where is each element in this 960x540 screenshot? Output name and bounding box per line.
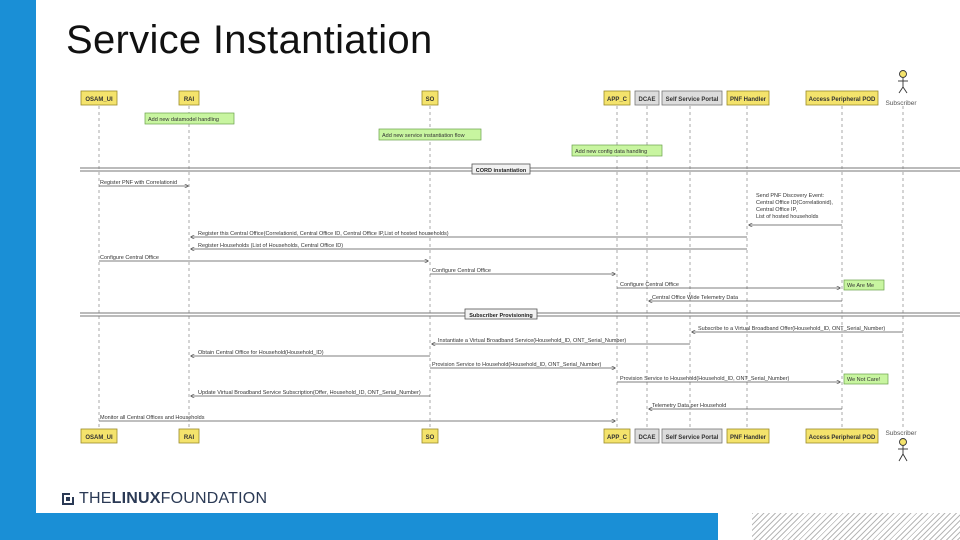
lf-logo-text: THELINUXFOUNDATION [79,490,268,507]
svg-text:Subscribe to a Virtual Broadba: Subscribe to a Virtual Broadband Offer(H… [698,326,885,332]
note-config-data: Add new config data handling [571,144,663,157]
svg-text:Telemetry Data per Household: Telemetry Data per Household [652,403,726,409]
svg-text:OSAM_UI: OSAM_UI [85,435,113,441]
svg-text:RAI: RAI [184,435,195,441]
svg-text:Provision Service to Household: Provision Service to Household(Household… [620,376,790,382]
svg-text:PNF Handler: PNF Handler [730,97,767,103]
svg-text:APP_C: APP_C [607,97,628,103]
svg-text:Register PNF with Correlationi: Register PNF with Correlationid [100,180,177,186]
linux-foundation-logo: THELINUXFOUNDATION [62,488,267,510]
slide-title: Service Instantiation [66,18,433,62]
svg-text:DCAE: DCAE [638,435,655,441]
svg-text:Update Virtual Broadband Servi: Update Virtual Broadband Service Subscri… [198,390,421,396]
svg-text:We Are Me: We Are Me [847,283,874,289]
participant-app-top: APP_C [603,90,631,106]
msg-provision-service-2: Provision Service to Household(Household… [617,376,840,382]
svg-text:Subscriber Provisioning: Subscriber Provisioning [469,313,533,319]
participant-apod-top: Access Peripheral POD [805,90,879,106]
svg-text:Add new datamodel handling: Add new datamodel handling [148,117,219,123]
msg-telemetry-household: Telemetry Data per Household [649,403,842,409]
participant-ssp-top: Self Service Portal [661,90,723,106]
participant-rai-top: RAI [178,90,200,106]
msg-register-households: Register Households (List of Households,… [191,243,747,249]
hatch-decoration [752,513,960,540]
participant-apod-bottom: Access Peripheral POD [805,428,879,444]
divider-subscriber-provisioning: Subscriber Provisioning [80,308,960,320]
svg-text:Configure Central Office: Configure Central Office [432,268,491,274]
svg-text:Monitor all Central Offices an: Monitor all Central Offices and Househol… [100,415,205,421]
participant-ssp-bottom: Self Service Portal [661,428,723,444]
participant-pnf-top: PNF Handler [726,90,770,106]
svg-text:APP_C: APP_C [607,435,628,441]
sequence-diagram: OSAM_UI RAI SO APP_C DCAE Self Service P… [36,64,960,464]
svg-text:Self Service Portal: Self Service Portal [666,97,719,103]
participant-osam-top: OSAM_UI [80,90,118,106]
msg-co-telemetry: Central Office Wide Telemetry Data [649,295,842,301]
msg-register-central-office: Register this Central Office(Correlation… [191,231,747,237]
participant-so-bottom: SO [421,428,439,444]
note-datamodel: Add new datamodel handling [144,112,235,125]
svg-text:Register Households (List of H: Register Households (List of Households,… [198,243,343,249]
svg-text:DCAE: DCAE [638,97,655,103]
svg-text:Configure Central Office: Configure Central Office [100,255,159,261]
participant-osam-bottom: OSAM_UI [80,428,118,444]
actor-subscriber-bottom [898,438,908,462]
svg-text:CORD instantiation: CORD instantiation [476,168,527,174]
note-service-flow: Add new service instantiation flow [378,128,482,141]
svg-text:SO: SO [426,435,435,441]
svg-text:Register this Central Office(C: Register this Central Office(Correlation… [198,231,449,237]
divider-cord: CORD instantiation [80,163,960,175]
left-accent-bar [0,0,36,540]
svg-text:Obtain Central Office for Hous: Obtain Central Office for Household(Hous… [198,350,324,356]
svg-text:Access Peripheral POD: Access Peripheral POD [809,97,876,103]
svg-text:Send PNF Discovery Event:: Send PNF Discovery Event: [756,193,825,199]
msg-configure-co-3: Configure Central Office [617,282,840,288]
svg-text:Instantiate a Virtual Broadban: Instantiate a Virtual Broadband Service(… [438,338,626,344]
participant-dcae-top: DCAE [634,90,660,106]
msg-pnf-discovery: Send PNF Discovery Event: Central Office… [749,193,842,225]
svg-text:Self Service Portal: Self Service Portal [666,435,719,441]
participant-app-bottom: APP_C [603,428,631,444]
svg-text:Central Office IP,: Central Office IP, [756,207,798,213]
msg-monitor-all: Monitor all Central Offices and Househol… [99,415,615,421]
actor-subscriber-top [898,70,908,94]
svg-text:PNF Handler: PNF Handler [730,435,767,441]
svg-text:Add new service instantiation: Add new service instantiation flow [382,133,465,139]
svg-text:List of hosted households: List of hosted households [756,214,819,220]
note-we-not-care: We Not Care! [843,373,889,385]
msg-obtain-central-office: Obtain Central Office for Household(Hous… [191,350,430,356]
svg-text:RAI: RAI [184,97,195,103]
msg-instantiate-service: Instantiate a Virtual Broadband Service(… [432,338,690,344]
lf-logo-icon [62,493,74,505]
svg-text:Central Office Wide Telemetry: Central Office Wide Telemetry Data [652,295,739,301]
svg-text:Access Peripheral POD: Access Peripheral POD [809,435,876,441]
participant-dcae-bottom: DCAE [634,428,660,444]
sequence-diagram-svg: OSAM_UI RAI SO APP_C DCAE Self Service P… [80,70,960,462]
actor-subscriber-label-bottom: Subscriber [885,430,917,437]
msg-update-subscription: Update Virtual Broadband Service Subscri… [191,390,430,396]
svg-text:OSAM_UI: OSAM_UI [85,97,113,103]
msg-configure-co-1: Configure Central Office [99,255,428,261]
msg-configure-co-2: Configure Central Office [430,268,615,274]
participant-so-top: SO [421,90,439,106]
msg-subscribe-offer: Subscribe to a Virtual Broadband Offer(H… [692,326,903,332]
bottom-accent-bar [36,513,718,540]
actor-subscriber-label-top: Subscriber [885,100,917,107]
svg-text:Add new config data handling: Add new config data handling [575,149,647,155]
svg-text:Provision Service to Household: Provision Service to Household(Household… [432,362,602,368]
svg-text:Configure Central Office: Configure Central Office [620,282,679,288]
participant-pnf-bottom: PNF Handler [726,428,770,444]
note-we-are-me: We Are Me [843,279,885,291]
svg-text:SO: SO [426,97,435,103]
participant-rai-bottom: RAI [178,428,200,444]
msg-register-pnf: Register PNF with Correlationid [99,180,188,186]
msg-provision-service-1: Provision Service to Household(Household… [430,362,615,368]
svg-text:We Not Care!: We Not Care! [847,377,881,383]
svg-text:Central Office ID(Correlationi: Central Office ID(Correlationid), [756,200,833,206]
